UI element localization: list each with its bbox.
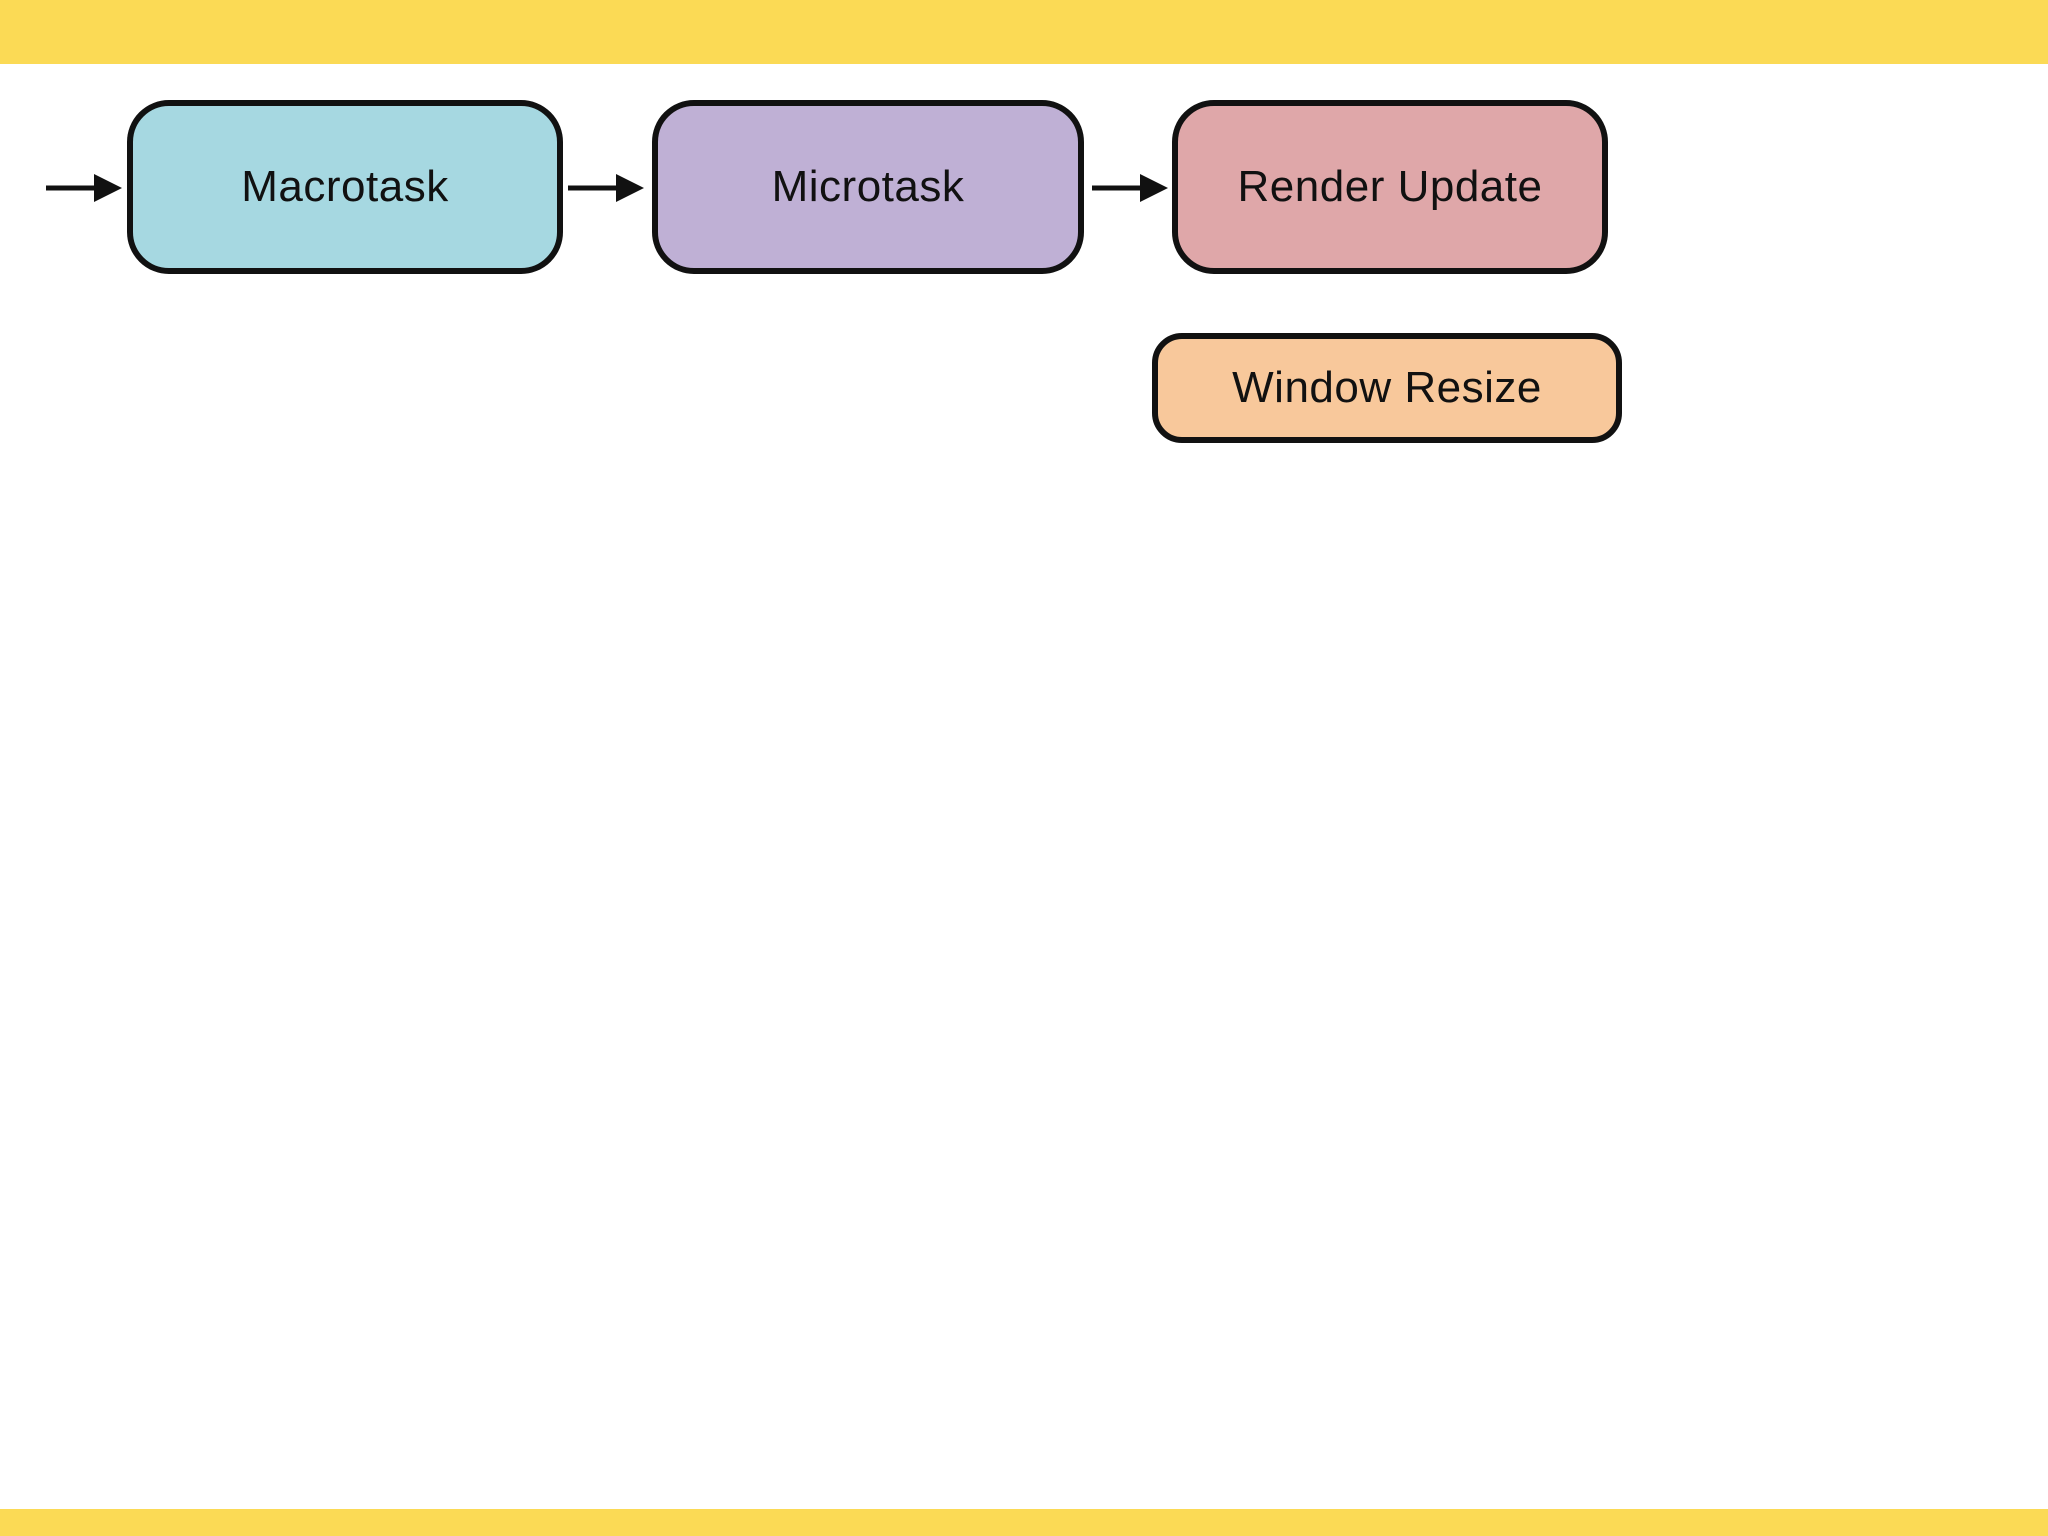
flow-arrow-into-macrotask bbox=[44, 170, 122, 206]
arrow-right-icon bbox=[46, 174, 122, 202]
node-label-window-resize: Window Resize bbox=[1232, 363, 1542, 412]
bottom-accent-bar bbox=[0, 1509, 2048, 1536]
top-accent-bar bbox=[0, 0, 2048, 64]
arrow-right-icon bbox=[568, 174, 644, 202]
diagram-node-window-resize: Window Resize bbox=[1152, 333, 1622, 443]
diagram-node-render-update: Render Update bbox=[1172, 100, 1608, 274]
diagram-node-microtask: Microtask bbox=[652, 100, 1084, 274]
arrow-right-icon bbox=[1092, 174, 1168, 202]
flow-arrow-microtask-to-render-update bbox=[1090, 170, 1168, 206]
node-label-microtask: Microtask bbox=[771, 162, 965, 211]
flow-arrow-macrotask-to-microtask bbox=[566, 170, 644, 206]
diagram-node-macrotask: Macrotask bbox=[127, 100, 563, 274]
node-label-render-update: Render Update bbox=[1237, 162, 1543, 211]
node-label-macrotask: Macrotask bbox=[241, 162, 449, 211]
